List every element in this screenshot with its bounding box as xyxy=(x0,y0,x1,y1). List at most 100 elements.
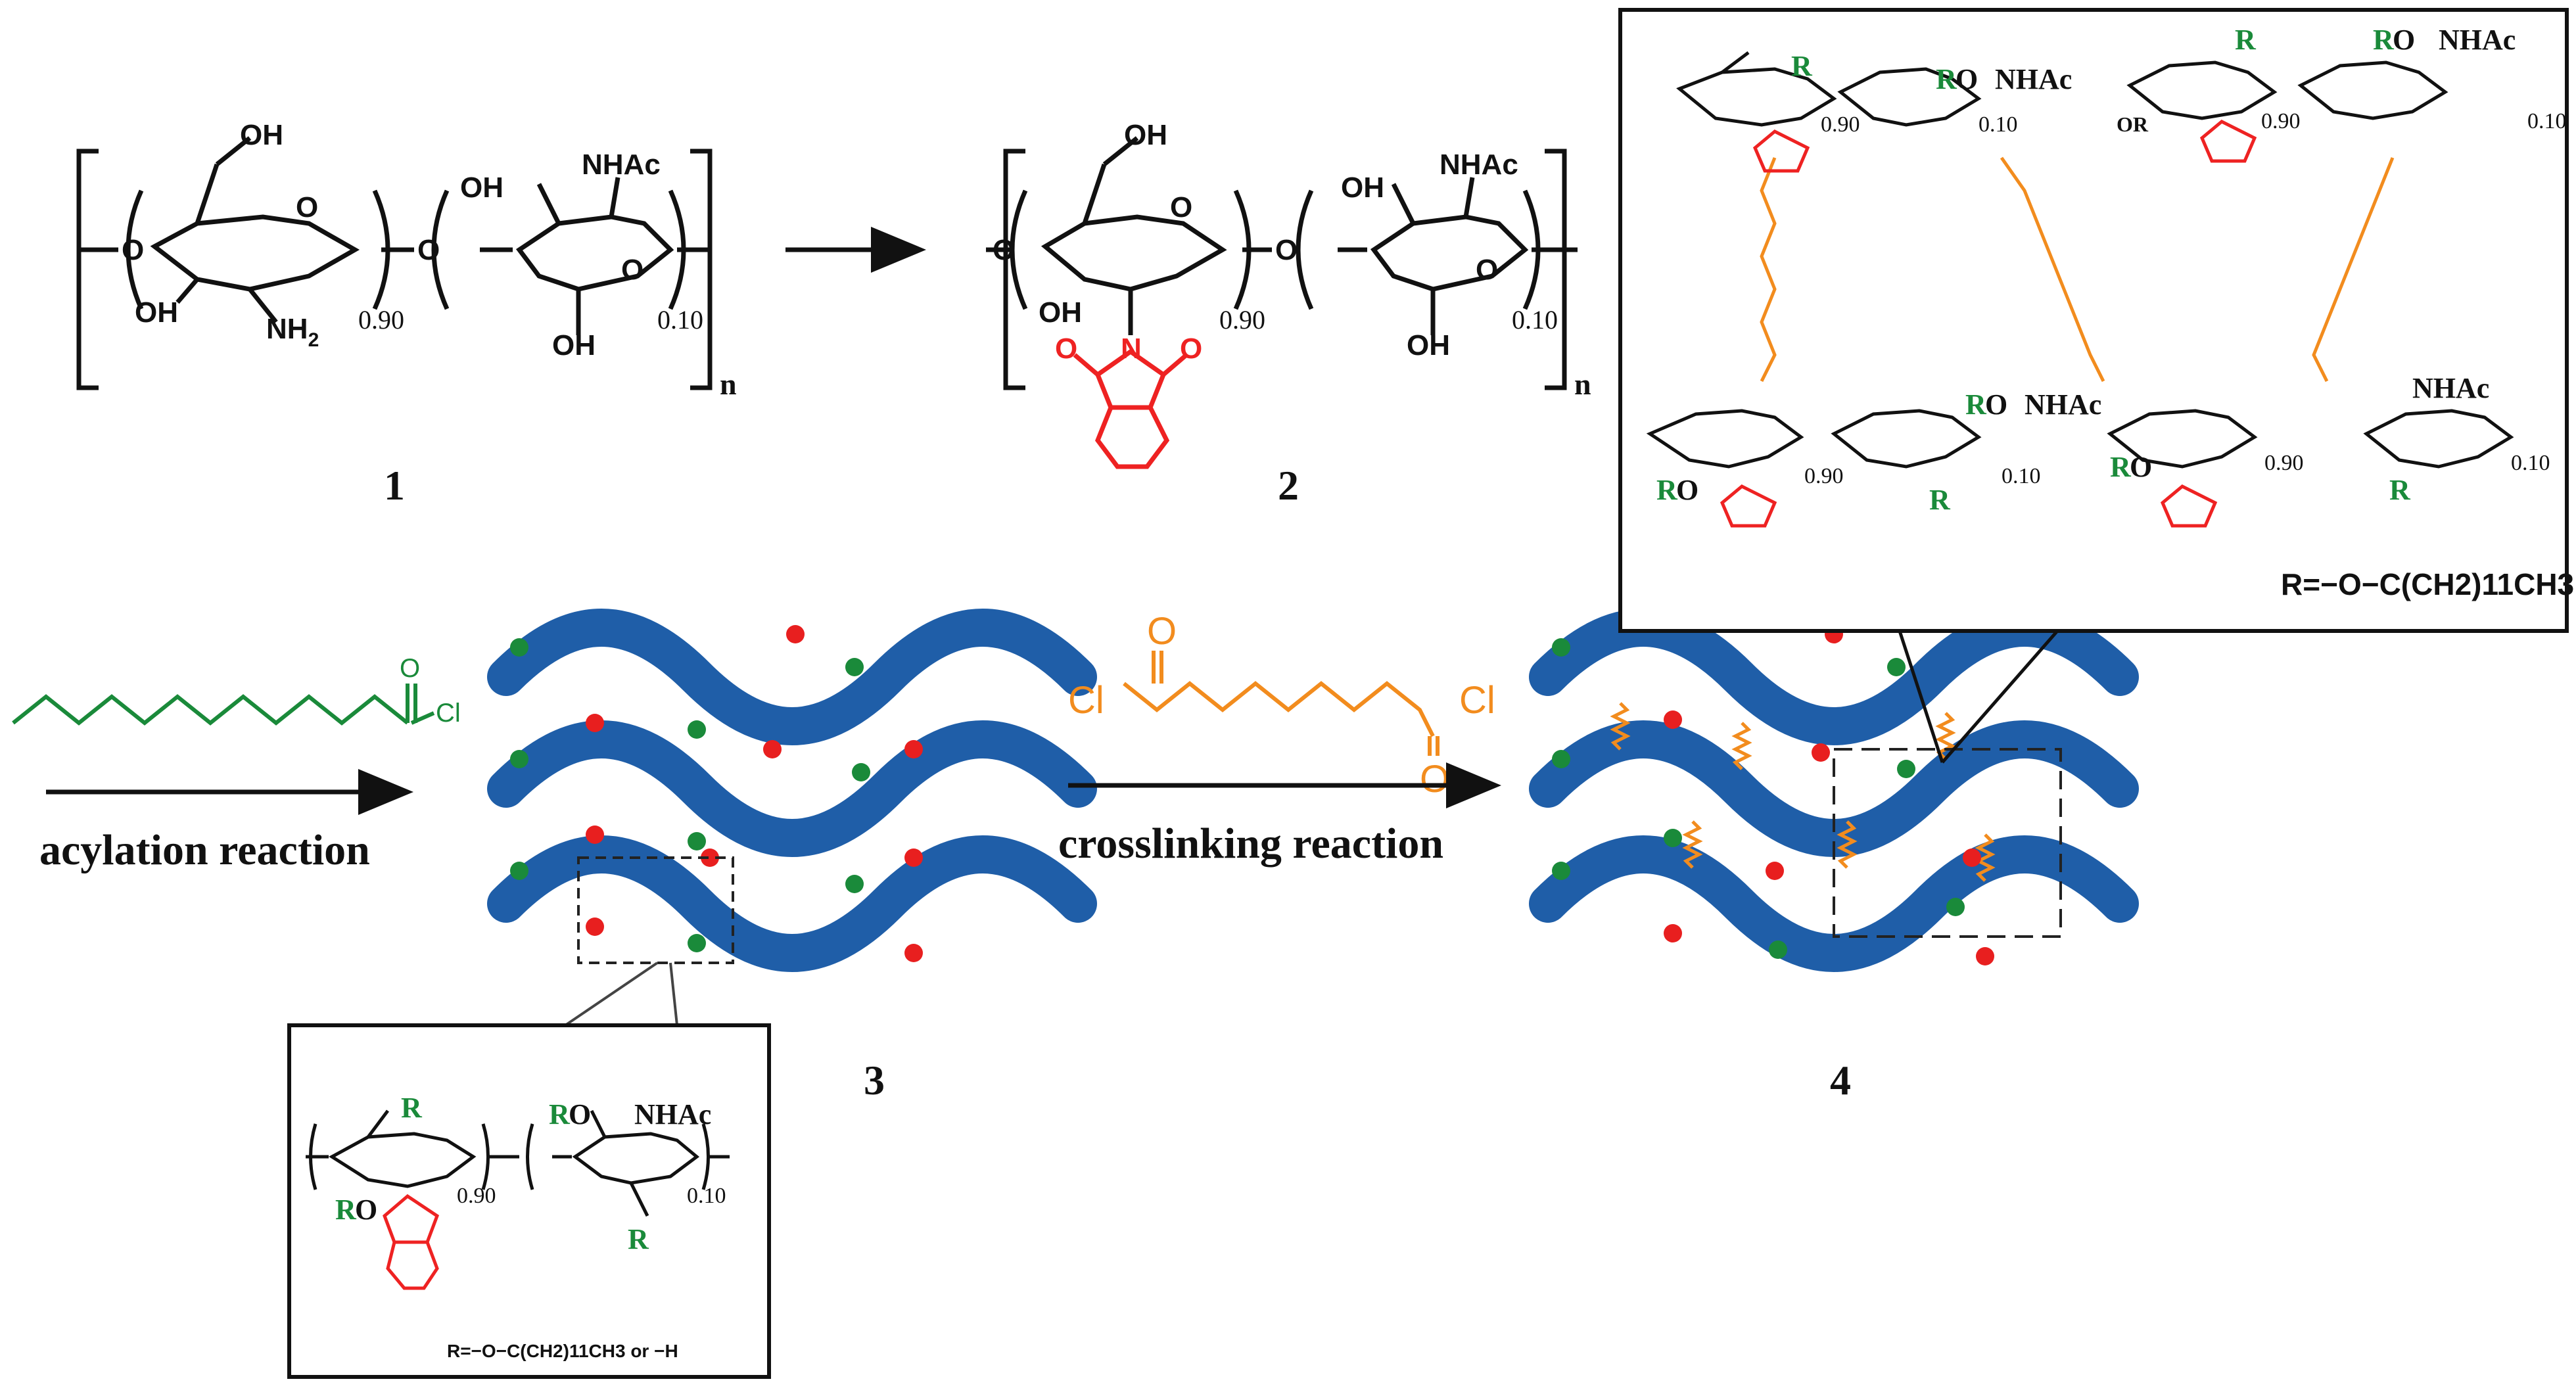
inset4-nhac2: NHAc xyxy=(2439,24,2516,56)
compound-1-labels: OH O OH NH2 O O OH NHAc O OH xyxy=(122,119,661,361)
compound-3-chains xyxy=(487,609,1097,972)
inset4-r1: R xyxy=(1791,50,1813,82)
c1-oh-4: OH xyxy=(552,329,596,361)
compound-1-subscripts: 0.90 0.10 n xyxy=(358,305,737,401)
chain-4-middle xyxy=(1529,720,2139,857)
c2-o-left: O xyxy=(993,234,1015,266)
inset3-sub-010: 0.10 xyxy=(687,1184,726,1208)
suberoyl-o-top: O xyxy=(1147,610,1177,653)
inset4-ro2-o: O xyxy=(2393,24,2415,56)
c1-o-left: O xyxy=(122,234,144,266)
c2-link-o: O xyxy=(1275,234,1298,266)
zoom-lines-3 xyxy=(561,962,679,1027)
c1-link-o: O xyxy=(417,234,440,266)
inset4-r-legend: R=−O−C(CH2)11CH3 or −H xyxy=(2281,567,2576,601)
c2-oh-4: OH xyxy=(1407,329,1450,361)
c1-oh-3: OH xyxy=(460,172,503,204)
inset3-ro-left-o: O xyxy=(355,1194,377,1226)
chain-4-bottom xyxy=(1529,835,2139,972)
inset4-ro4-o: O xyxy=(2130,451,2152,483)
inset4-ro3b-r: R xyxy=(1965,388,1987,421)
suberoyl-chloride-labels: Cl O Cl O xyxy=(1068,610,1495,801)
inset-3-labels: R R O R O NHAc R xyxy=(335,1092,711,1255)
inset4-ro1-r: R xyxy=(1936,63,1957,95)
acyl-cl: Cl xyxy=(436,699,461,728)
c1-sub-010: 0.10 xyxy=(657,305,703,335)
inset-3-subscripts: 0.90 0.10 xyxy=(457,1184,726,1208)
inset4-nhac4: NHAc xyxy=(2412,372,2489,404)
compound-2-subscripts: 0.90 0.10 n xyxy=(1219,305,1591,401)
suberoyl-o-bottom: O xyxy=(1420,758,1449,801)
inset3-ro-right-r: R xyxy=(549,1098,571,1130)
inset4-sub3b: 0.10 xyxy=(2002,464,2041,488)
chain-3-bottom xyxy=(487,835,1097,972)
inset4-ro4-r: R xyxy=(2110,451,2132,483)
inset4-sub1b: 0.10 xyxy=(1979,112,2018,137)
inset4-sub2a: 0.90 xyxy=(2261,109,2301,133)
inset3-r-top: R xyxy=(401,1092,423,1124)
c1-nhac: NHAc xyxy=(582,149,661,181)
c2-phth-n: N xyxy=(1121,333,1142,365)
suberoyl-chloride-structure xyxy=(1123,651,1440,756)
label-compound-4: 4 xyxy=(1830,1057,1851,1104)
suberoyl-cl-left: Cl xyxy=(1068,679,1104,722)
c2-oh-bottom: OH xyxy=(1039,296,1082,329)
bracket-left xyxy=(76,149,99,390)
inset3-sub-090: 0.90 xyxy=(457,1184,496,1208)
compound-2-labels: OH O OH O O OH NHAc O OH N O O xyxy=(993,119,1518,365)
inset3-ro-right-o: O xyxy=(569,1098,591,1130)
inset-4-subscripts: 0.90 0.10 0.90 0.10 0.90 0.10 0.90 0.10 xyxy=(1804,109,2567,488)
inset3-ro-left-r: R xyxy=(335,1194,357,1226)
compound-1-chitosan xyxy=(76,136,713,390)
c2-n: n xyxy=(1574,367,1591,401)
label-crosslinking: crosslinking reaction xyxy=(1058,820,1443,868)
inset4-ro3-r: R xyxy=(1656,474,1678,506)
inset-3-structure xyxy=(306,1109,730,1217)
c1-ring-o2: O xyxy=(621,254,644,286)
acyl-o: O xyxy=(400,654,420,683)
inset3-nhac: NHAc xyxy=(634,1098,711,1130)
chain-3-top xyxy=(487,609,1097,745)
label-acylation: acylation reaction xyxy=(39,826,370,874)
c1-ring-o: O xyxy=(296,191,318,223)
inset4-sub4a: 0.90 xyxy=(2264,451,2304,475)
label-compound-3: 3 xyxy=(864,1057,885,1104)
c2-sub-090: 0.90 xyxy=(1219,305,1265,335)
label-compound-1: 1 xyxy=(384,462,405,509)
suberoyl-cl-right: Cl xyxy=(1459,679,1495,722)
inset4-ro3-o: O xyxy=(1676,474,1698,506)
c2-oh-top: OH xyxy=(1124,119,1167,151)
compound-2-phthalimide xyxy=(1073,348,1188,469)
c2-oh-3: OH xyxy=(1341,172,1384,204)
zoom-box-3 xyxy=(577,856,734,964)
inset4-nhac1: NHAc xyxy=(1995,63,2072,95)
compound-2-phthaloyl-chitosan xyxy=(986,136,1578,390)
lauroyl-chloride-labels: O Cl xyxy=(400,654,461,728)
inset4-nhac3: NHAc xyxy=(2025,388,2101,421)
inset-compound-3 xyxy=(287,1023,771,1379)
inset4-ro3b-o: O xyxy=(1985,388,2007,421)
c2-ring-o: O xyxy=(1170,191,1192,223)
inset-4-phthalimides xyxy=(1720,120,2257,528)
inset4-r2: R xyxy=(2235,24,2257,56)
inset4-sub2b: 0.10 xyxy=(2527,109,2567,133)
c1-oh-top: OH xyxy=(240,119,283,151)
chain-3-middle xyxy=(487,720,1097,857)
inset-3-phthalimide xyxy=(383,1194,440,1290)
c1-n: n xyxy=(720,367,737,401)
c2-phth-o2: O xyxy=(1180,333,1202,365)
c2-ring-o2: O xyxy=(1476,254,1498,286)
inset3-r-legend: R=−O−C(CH2)11CH3 or −H xyxy=(447,1341,678,1361)
label-compound-2: 2 xyxy=(1278,462,1299,509)
zoom-box-4 xyxy=(1833,748,2062,938)
inset-4-crosslinkers xyxy=(1760,156,2395,383)
inset4-ro1-o: O xyxy=(1955,63,1978,95)
c1-nh2: NH2 xyxy=(266,313,319,351)
inset-4-structures xyxy=(1646,51,2514,469)
compound-3-dots xyxy=(510,625,923,962)
lauroyl-chloride-structure xyxy=(12,684,435,726)
c2-sub-010: 0.10 xyxy=(1512,305,1558,335)
c1-sub-090: 0.90 xyxy=(358,305,404,335)
